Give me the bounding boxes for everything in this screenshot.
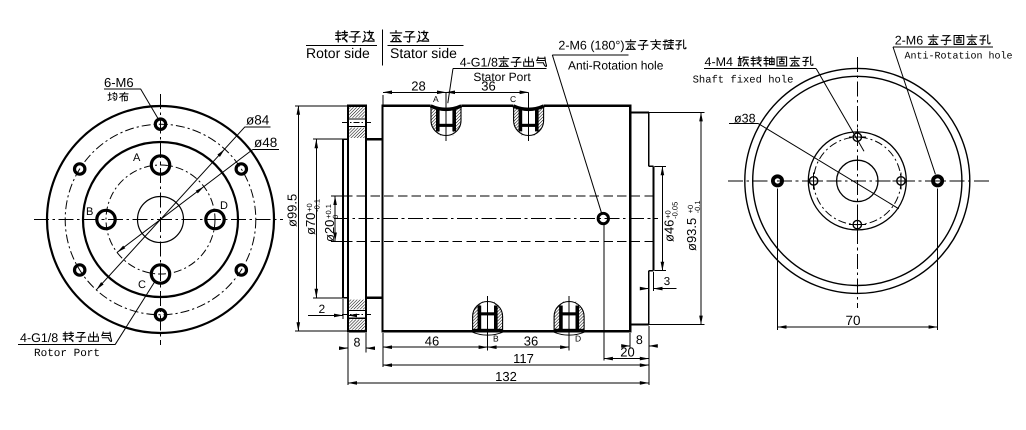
svg-text:A: A [433,94,439,104]
svg-text:28: 28 [411,78,425,93]
svg-text:ø70: ø70 [303,213,318,235]
svg-text:+0: +0 [305,203,314,212]
svg-text:D: D [575,334,581,344]
svg-text:D: D [220,200,228,212]
svg-text:Rotor side: Rotor side [306,45,370,61]
svg-text:3: 3 [664,276,670,288]
svg-text:B: B [493,334,499,344]
svg-text:+0.1: +0.1 [324,204,333,219]
svg-text:C: C [510,94,516,104]
svg-text:4-M4: 4-M4 [705,55,734,69]
svg-text:4-G1/8: 4-G1/8 [20,331,58,345]
svg-text:C: C [138,279,146,291]
svg-text:2: 2 [319,302,326,316]
svg-text:6-M6: 6-M6 [104,75,134,90]
svg-text:117: 117 [513,351,534,366]
svg-text:ø46: ø46 [662,220,677,242]
svg-text:Anti-Rotation hole: Anti-Rotation hole [568,59,664,73]
svg-text:36: 36 [524,333,538,348]
svg-text:70: 70 [845,313,860,328]
svg-text:-0.1: -0.1 [312,199,321,212]
svg-text:132: 132 [495,369,517,384]
svg-text:8: 8 [636,333,643,347]
svg-text:4-G1/8: 4-G1/8 [460,55,498,69]
svg-text:ø84: ø84 [246,113,270,128]
svg-text:8: 8 [354,335,361,349]
svg-text:Anti-Rotation hole: Anti-Rotation hole [905,51,1013,63]
svg-text:ø38: ø38 [734,111,756,125]
svg-text:Shaft fixed hole: Shaft fixed hole [693,75,794,87]
svg-text:ø20: ø20 [322,220,337,242]
svg-text:+0: +0 [663,210,672,219]
svg-text:46: 46 [425,333,439,348]
svg-text:20: 20 [620,345,634,360]
svg-text:+0: +0 [686,205,695,214]
svg-text:-0.05: -0.05 [671,202,680,219]
svg-text:ø99.5: ø99.5 [284,194,299,227]
svg-text:Rotor Port: Rotor Port [34,348,100,360]
svg-text:Stator side: Stator side [390,45,457,61]
svg-text:A: A [133,152,141,164]
svg-text:2-M6: 2-M6 [895,34,924,48]
svg-text:ø48: ø48 [254,135,277,150]
svg-text:36: 36 [481,78,495,93]
svg-text:0: 0 [331,215,340,219]
svg-text:Stator Port: Stator Port [473,70,531,84]
svg-text:-0.1: -0.1 [693,200,702,213]
svg-text:ø93.5: ø93.5 [684,218,699,251]
svg-text:B: B [86,206,93,218]
svg-text:2-M6 (180°): 2-M6 (180°) [558,38,624,52]
